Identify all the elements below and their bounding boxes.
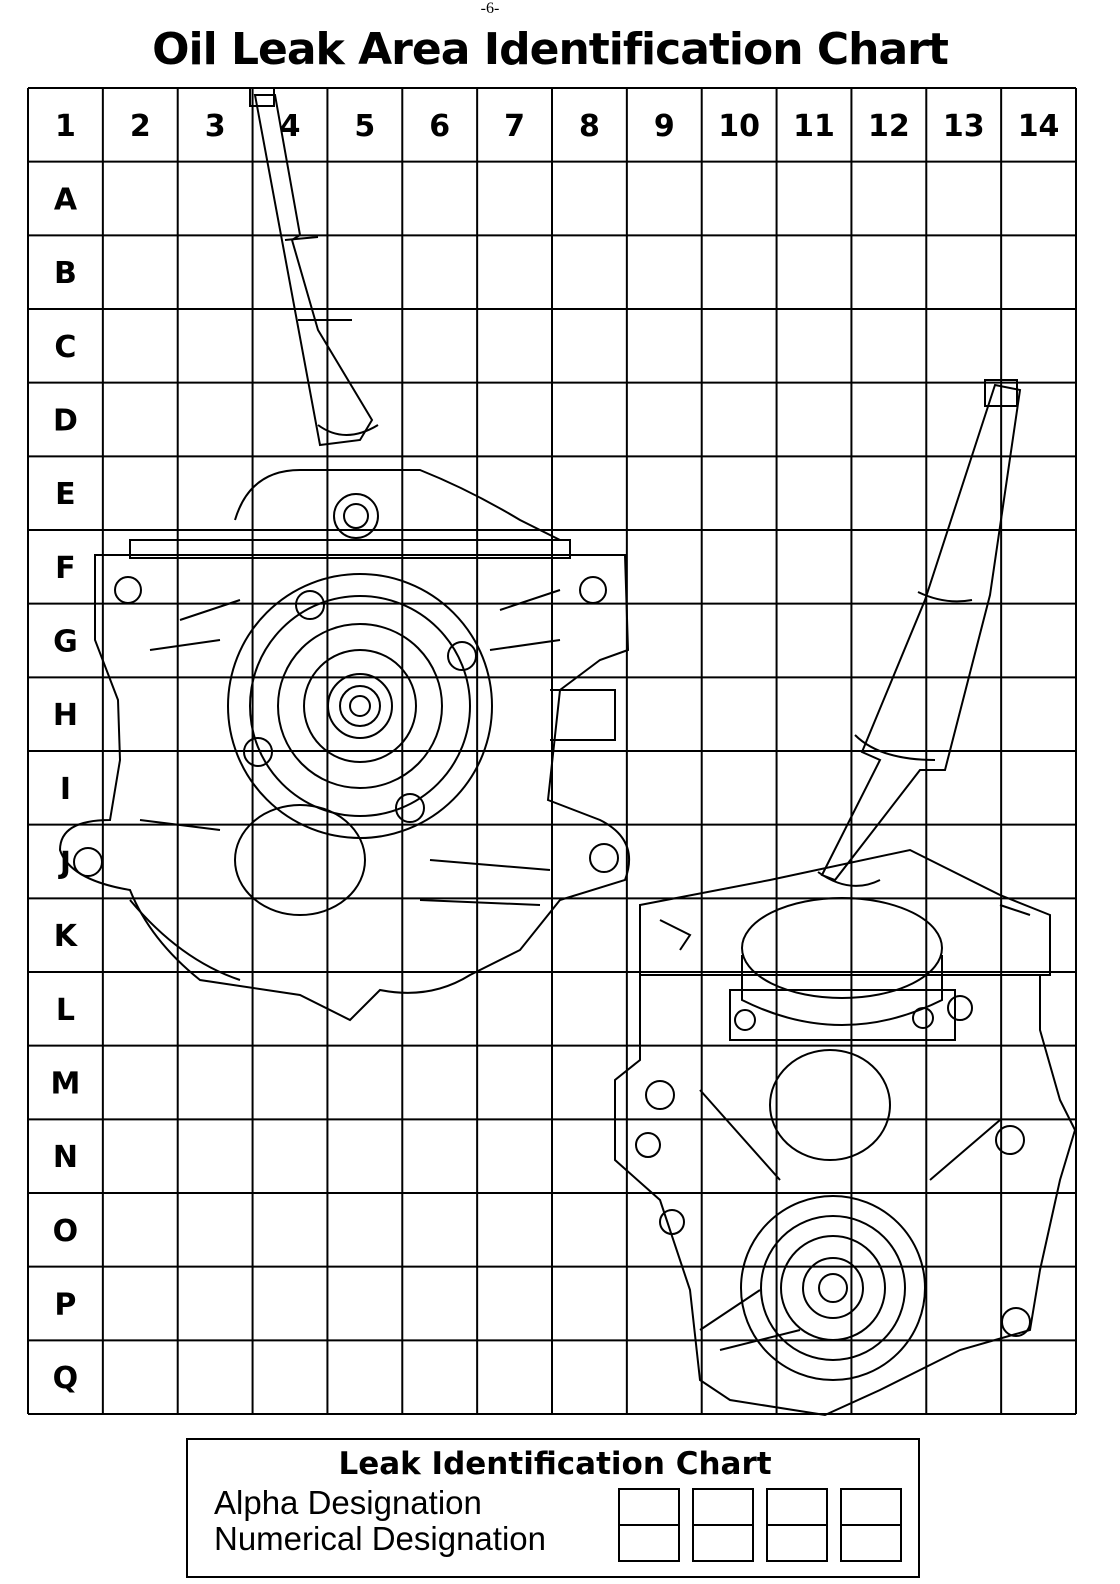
column-label-12: 12 (868, 109, 910, 144)
row-label-Q: Q (53, 1361, 79, 1396)
legend-title: Leak Identification Chart (338, 1446, 772, 1482)
column-label-1: 1 (55, 109, 76, 144)
row-label-L: L (56, 993, 75, 1028)
row-label-M: M (50, 1067, 80, 1102)
row-label-P: P (54, 1288, 76, 1323)
row-label-I: I (60, 772, 71, 807)
row-label-K: K (54, 919, 79, 954)
designation-entry-box-2[interactable] (692, 1488, 754, 1562)
column-label-11: 11 (793, 109, 835, 144)
chart-title: Oil Leak Area Identification Chart (152, 24, 949, 75)
row-label-G: G (53, 625, 78, 660)
row-label-D: D (53, 404, 78, 439)
column-label-9: 9 (654, 109, 675, 144)
column-label-2: 2 (130, 109, 151, 144)
column-label-13: 13 (943, 109, 985, 144)
leak-identification-legend: Leak Identification Chart Alpha Designat… (186, 1438, 920, 1578)
column-label-10: 10 (718, 109, 760, 144)
numerical-designation-label: Numerical Designation (214, 1520, 546, 1557)
column-label-8: 8 (579, 109, 600, 144)
grid-lines (27, 87, 1077, 1415)
transmission-rear-view (58, 87, 630, 1022)
row-label-E: E (55, 477, 76, 512)
row-label-J: J (58, 846, 71, 881)
column-label-14: 14 (1018, 109, 1060, 144)
column-label-3: 3 (205, 109, 226, 144)
row-label-H: H (53, 698, 78, 733)
designation-entry-box-1[interactable] (618, 1488, 680, 1562)
row-label-O: O (53, 1214, 79, 1249)
row-label-N: N (53, 1140, 78, 1175)
page-number: -6- (480, 0, 500, 17)
alpha-designation-label: Alpha Designation (214, 1484, 482, 1521)
designation-entry-box-3[interactable] (766, 1488, 828, 1562)
row-label-F: F (55, 551, 76, 586)
column-label-7: 7 (504, 109, 525, 144)
row-label-A: A (54, 183, 78, 218)
row-label-B: B (54, 256, 77, 291)
column-label-4: 4 (280, 109, 301, 144)
designation-entry-box-4[interactable] (840, 1488, 902, 1562)
column-label-6: 6 (429, 109, 450, 144)
column-label-5: 5 (354, 109, 375, 144)
row-label-C: C (54, 330, 76, 365)
